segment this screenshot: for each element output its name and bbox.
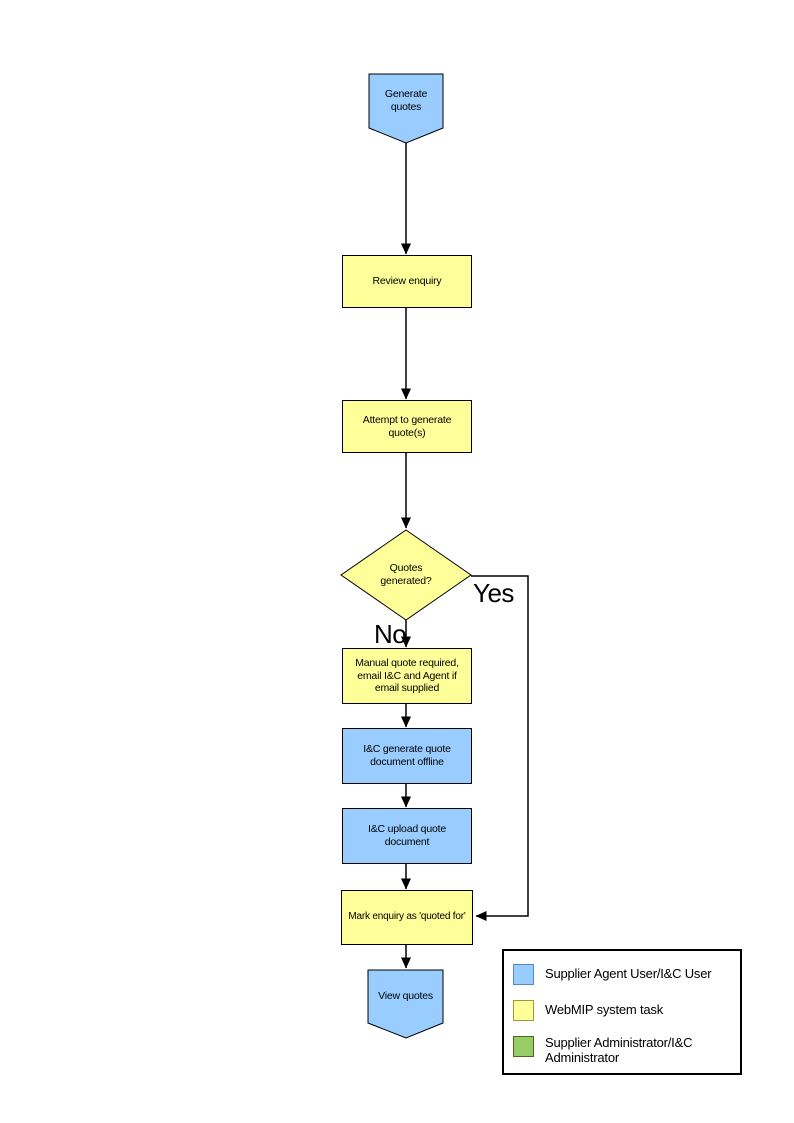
legend-row-administrator: Supplier Administrator/I&C Administrator xyxy=(513,1035,731,1066)
legend-label-agent-user: Supplier Agent User/I&C User xyxy=(545,966,712,982)
node-mark-quoted-for: Mark enquiry as 'quoted for' xyxy=(341,890,473,945)
node-review-enquiry: Review enquiry xyxy=(342,255,472,308)
node-upload-quote: I&C upload quote document xyxy=(342,808,472,864)
decision-diamond-shape xyxy=(340,529,472,621)
legend-swatch-blue xyxy=(513,964,534,985)
legend-swatch-yellow xyxy=(513,1000,534,1021)
end-terminator-shape xyxy=(367,969,444,1039)
legend-row-agent-user: Supplier Agent User/I&C User xyxy=(513,964,731,985)
connector-decision-mark-yes xyxy=(471,575,529,921)
legend-label-administrator: Supplier Administrator/I&C Administrator xyxy=(545,1035,693,1065)
branch-label-no: No xyxy=(374,619,407,649)
branch-label-yes: Yes xyxy=(473,578,514,608)
node-generate-offline: I&C generate quote document offline xyxy=(342,728,472,784)
start-terminator-shape xyxy=(368,73,444,144)
legend-row-system-task: WebMIP system task xyxy=(513,1000,731,1021)
node-attempt-generate: Attempt to generate quote(s) xyxy=(342,400,472,453)
legend-label-system-task: WebMIP system task xyxy=(545,1002,664,1018)
legend-swatch-green xyxy=(513,1036,534,1057)
legend-box: Supplier Agent User/I&C User WebMIP syst… xyxy=(502,949,742,1075)
node-manual-quote-required: Manual quote required, email I&C and Age… xyxy=(342,648,472,704)
